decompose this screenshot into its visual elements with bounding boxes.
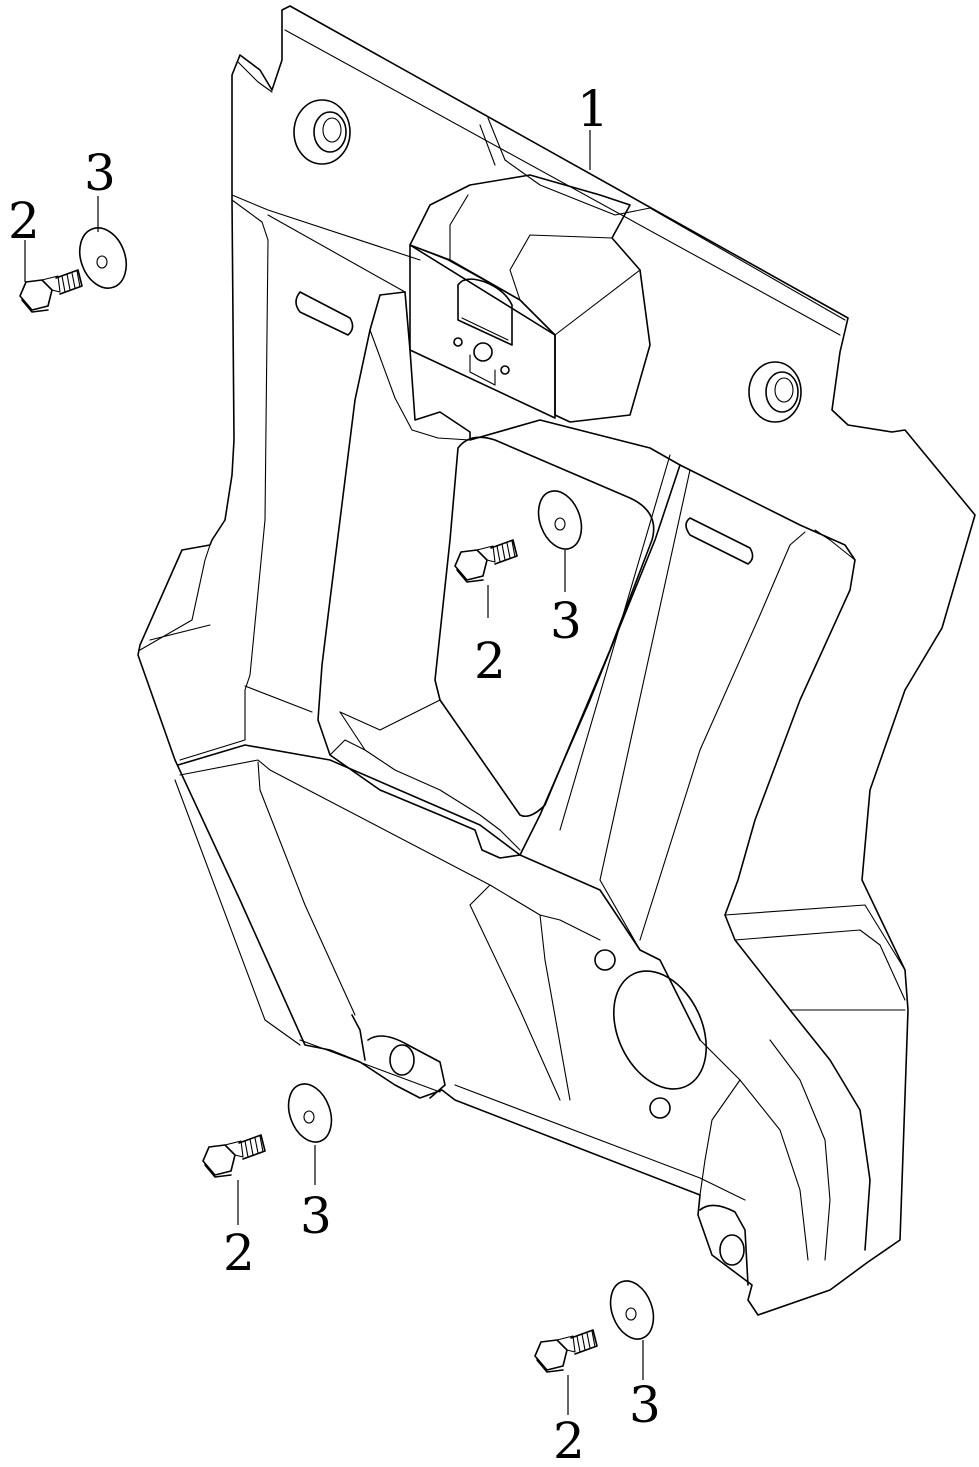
washer-center	[537, 490, 583, 550]
callout-1-skid-plate: 1	[577, 80, 609, 138]
callout-2-bolt-top-left: 2	[8, 192, 40, 250]
washer-bottom	[609, 1280, 655, 1340]
washer-top-left	[78, 227, 128, 289]
bolt-center	[454, 539, 518, 583]
callout-2-bolt-bottom: 2	[553, 1412, 585, 1467]
callout-3-washer-bottom: 3	[629, 1376, 661, 1434]
callout-3-washer-top-left: 3	[84, 144, 116, 202]
washer-lower-left	[287, 1083, 333, 1143]
leader-lines	[24, 130, 644, 1415]
bolt-top-left	[19, 269, 83, 313]
callout-3-washer-center: 3	[550, 592, 582, 650]
callout-3-washer-lower-left: 3	[300, 1187, 332, 1245]
skid-plate-part-1	[137, 5, 976, 1316]
callout-2-bolt-lower-left: 2	[223, 1224, 255, 1282]
bolt-lower-left	[202, 1134, 266, 1178]
bolt-bottom	[534, 1329, 598, 1373]
callout-2-bolt-center: 2	[474, 632, 506, 690]
